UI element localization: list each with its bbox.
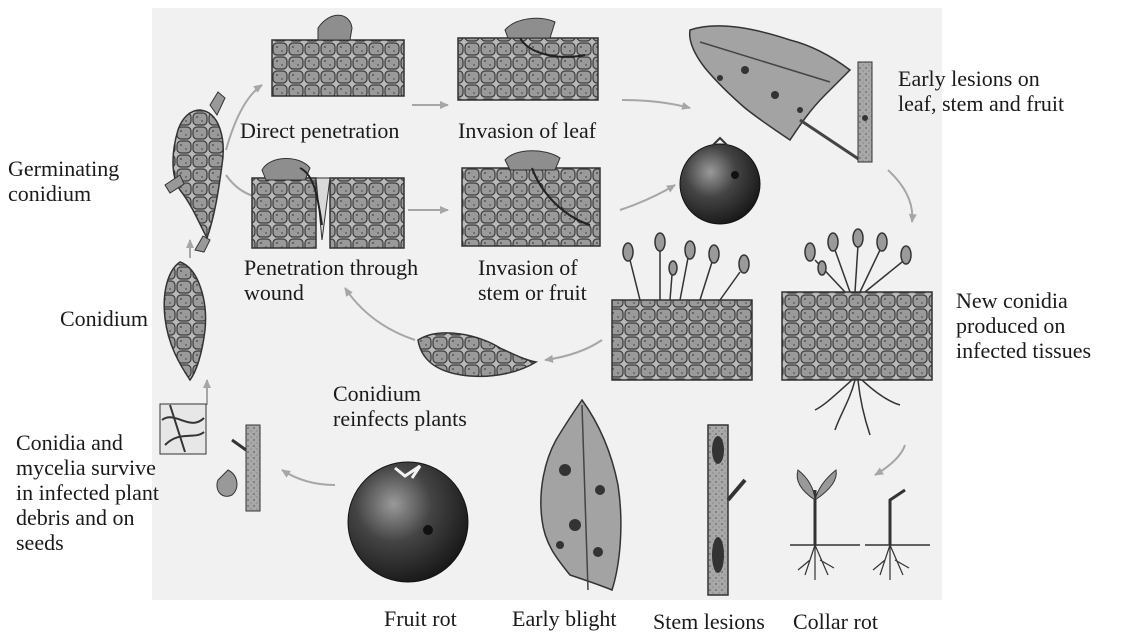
label-new-conidia: New conidia produced on infected tissues: [956, 288, 1091, 363]
stem-lesions-figure: [708, 425, 745, 595]
penetration-through-wound-figure: [252, 158, 404, 248]
germinating-conidium-figure: [165, 92, 225, 252]
arrow-lesions-to-new-conidia: [888, 170, 912, 222]
label-conidium-reinfects: Conidium reinfects plants: [333, 381, 467, 431]
label-stem-lesions: Stem lesions: [653, 609, 765, 634]
label-direct-penetration: Direct penetration: [240, 118, 399, 143]
direct-penetration-figure: [272, 15, 404, 96]
arrow-invasion-leaf-to-lesions: [622, 100, 690, 108]
label-collar-rot: Collar rot: [793, 609, 878, 634]
conidium-figure: [164, 262, 205, 380]
arrow-invasion-stem-to-fruit: [620, 185, 675, 210]
new-conidia-figure: [782, 229, 932, 435]
arrow-sporulating-to-conidium: [545, 340, 602, 360]
label-invasion-stem-fruit: Invasion of stem or fruit: [478, 255, 587, 305]
label-conidium: Conidium: [60, 306, 148, 331]
collar-rot-figure: [790, 470, 930, 580]
fruit-rot-figure: [348, 462, 468, 582]
early-blight-leaf-figure: [541, 400, 621, 590]
label-conidia-mycelia-survive: Conidia and mycelia survive in infected …: [16, 430, 159, 555]
label-germinating-conidium: Germinating conidium: [8, 156, 119, 206]
invasion-of-leaf-figure: [458, 18, 598, 100]
label-early-lesions: Early lesions on leaf, stem and fruit: [898, 66, 1064, 116]
label-invasion-of-leaf: Invasion of leaf: [458, 118, 596, 143]
label-early-blight: Early blight: [512, 606, 616, 631]
label-fruit-rot: Fruit rot: [384, 606, 457, 631]
arrow-fruit-rot-to-debris: [282, 470, 335, 485]
label-penetration-through-wound: Penetration through wound: [244, 255, 418, 305]
plant-debris-figure: [160, 404, 260, 511]
infected-tomato-figure: [680, 138, 760, 224]
reinfecting-conidium-figure: [418, 333, 536, 376]
sporulating-tissue-figure: [612, 233, 752, 380]
invasion-of-stem-figure: [462, 151, 600, 246]
arrow-new-conidia-to-collar: [875, 445, 905, 475]
